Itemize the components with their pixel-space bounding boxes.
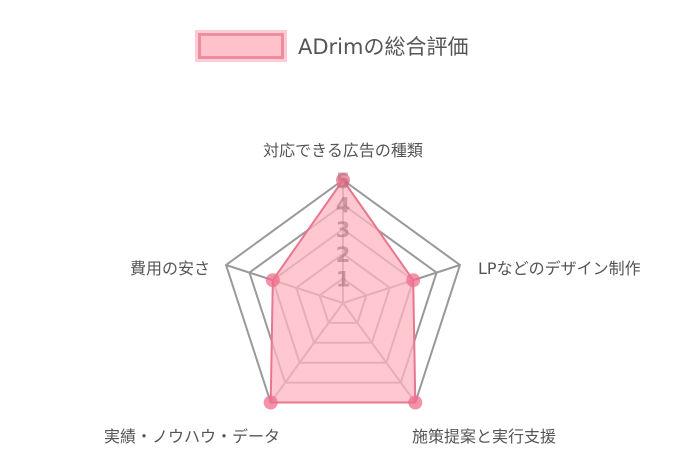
tick-label: 2 (336, 243, 351, 267)
data-area (269, 178, 417, 404)
axis-label-ad-types: 対応できる広告の種類 (263, 141, 423, 160)
tick-label: 5 (336, 169, 351, 193)
data-point[interactable] (406, 273, 421, 288)
axis-label-lp-design: LPなどのデザイン制作 (478, 259, 641, 278)
axis-label-track-record: 実績・ノウハウ・データ (104, 427, 280, 446)
legend-swatch (198, 33, 284, 59)
tick-label: 4 (336, 194, 351, 218)
axis-label-cost: 費用の安さ (130, 259, 210, 278)
data-point[interactable] (336, 173, 350, 187)
legend[interactable]: ADrimの総合評価 (198, 30, 468, 62)
tick-label: 1 (336, 267, 351, 291)
data-point[interactable] (265, 273, 280, 288)
legend-label: ADrimの総合評価 (298, 35, 469, 59)
data-points (263, 173, 423, 410)
tick-label: 3 (336, 218, 351, 242)
data-point[interactable] (408, 395, 423, 410)
data-point[interactable] (263, 395, 278, 410)
axis-label-proposal-support: 施策提案と実行支援 (412, 427, 556, 446)
